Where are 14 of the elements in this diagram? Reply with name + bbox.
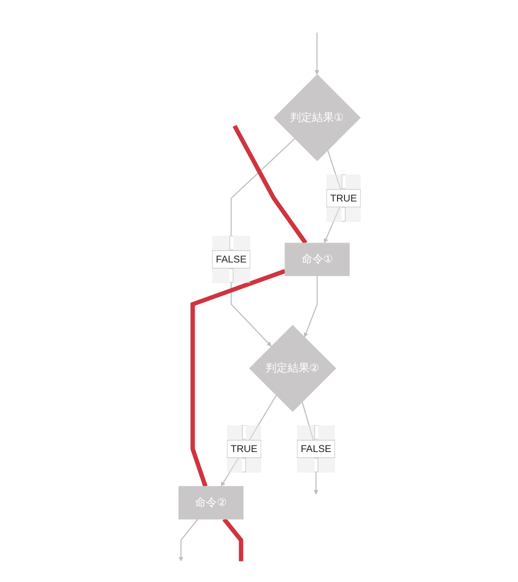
arrow: [314, 32, 320, 75]
edge-label: TRUE: [227, 425, 262, 473]
edge-label: TRUE: [326, 174, 362, 222]
edge-label: FALSE: [212, 236, 251, 284]
line: [222, 518, 244, 562]
arrow: [178, 518, 199, 562]
arrow: [304, 276, 318, 338]
decision-diamond: 判定結果①: [274, 74, 362, 162]
process-box: 命令②: [178, 486, 244, 520]
line: [190, 268, 286, 488]
decision-diamond: 判定結果②: [250, 324, 337, 412]
process-box: 命令①: [285, 242, 350, 276]
line: [233, 124, 308, 244]
edge-label: FALSE: [297, 425, 336, 473]
